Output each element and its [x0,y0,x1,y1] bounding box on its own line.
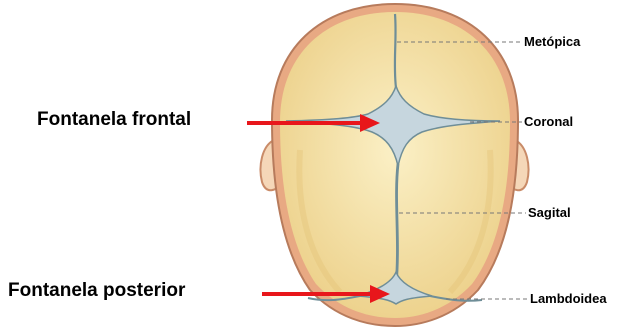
metopic-suture [395,14,396,88]
fontanela-posterior-label: Fontanela posterior [8,280,185,302]
coronal-label: Coronal [524,114,573,129]
sagittal-suture [396,164,398,286]
sagital-label: Sagital [528,205,571,220]
lambdoidea-label: Lambdoidea [530,291,607,306]
fontanela-frontal-label: Fontanela frontal [37,109,191,131]
metopica-label: Metópica [524,34,580,49]
